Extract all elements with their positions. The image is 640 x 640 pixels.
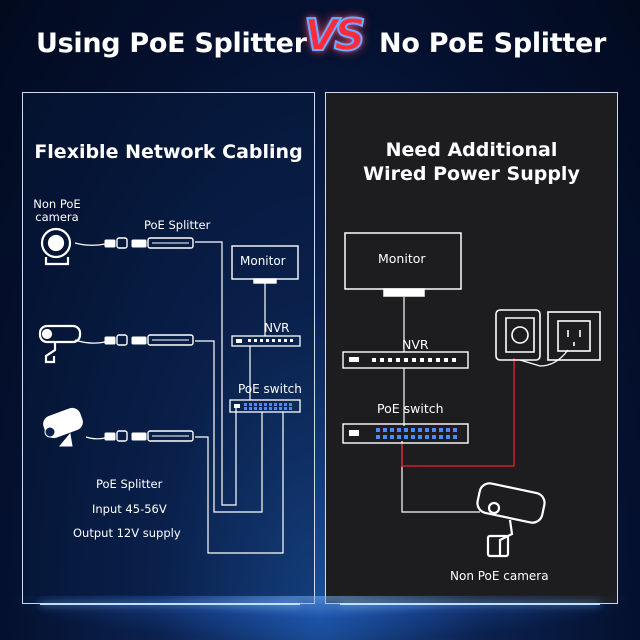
right-camera-label: Non PoE camera [450, 569, 549, 583]
spec-title: PoE Splitter [96, 477, 163, 491]
left-switch-label: PoE switch [238, 382, 302, 396]
left-cables [74, 241, 284, 554]
spec-output: Output 12V supply [73, 526, 181, 540]
left-monitor-label: Monitor [240, 254, 286, 268]
right-panel [325, 92, 618, 604]
left-splitter-1 [104, 237, 194, 249]
solid-bullet-camera-icon [43, 407, 83, 447]
right-monitor-label: Monitor [378, 251, 426, 266]
left-splitter-3 [104, 430, 194, 442]
right-switch-label: PoE switch [377, 401, 444, 416]
left-nvr-label: NVR [264, 321, 290, 335]
glow-line-right [340, 603, 600, 605]
left-splitter-label: PoE Splitter [144, 218, 211, 232]
left-monitor-icon [231, 245, 299, 284]
left-splitter-2 [104, 334, 194, 346]
wall-outlet-icon [547, 311, 601, 361]
spec-input: Input 45-56V [92, 502, 167, 516]
right-camera-icon [476, 482, 546, 558]
left-title: Using PoE Splitter [36, 28, 307, 59]
right-poe-switch-icon [342, 423, 469, 444]
right-nvr-label: NVR [402, 337, 429, 352]
right-nvr-icon [342, 351, 469, 369]
right-title: No PoE Splitter [379, 28, 606, 59]
dome-camera-icon [40, 227, 72, 266]
vs-logo: VS [303, 9, 367, 62]
right-panel-title: Need Additional Wired Power Supply [363, 139, 580, 185]
power-adapter-icon [495, 309, 541, 361]
glow-line-left [40, 603, 300, 605]
left-panel-title: Flexible Network Cabling [34, 141, 303, 163]
power-line [401, 358, 515, 467]
right-monitor-icon [344, 232, 462, 297]
left-camera-label: Non PoE camera [33, 197, 81, 224]
bullet-camera-icon [38, 324, 82, 364]
left-panel [22, 92, 315, 604]
left-nvr-icon [231, 335, 301, 347]
left-poe-switch-icon [229, 399, 301, 413]
